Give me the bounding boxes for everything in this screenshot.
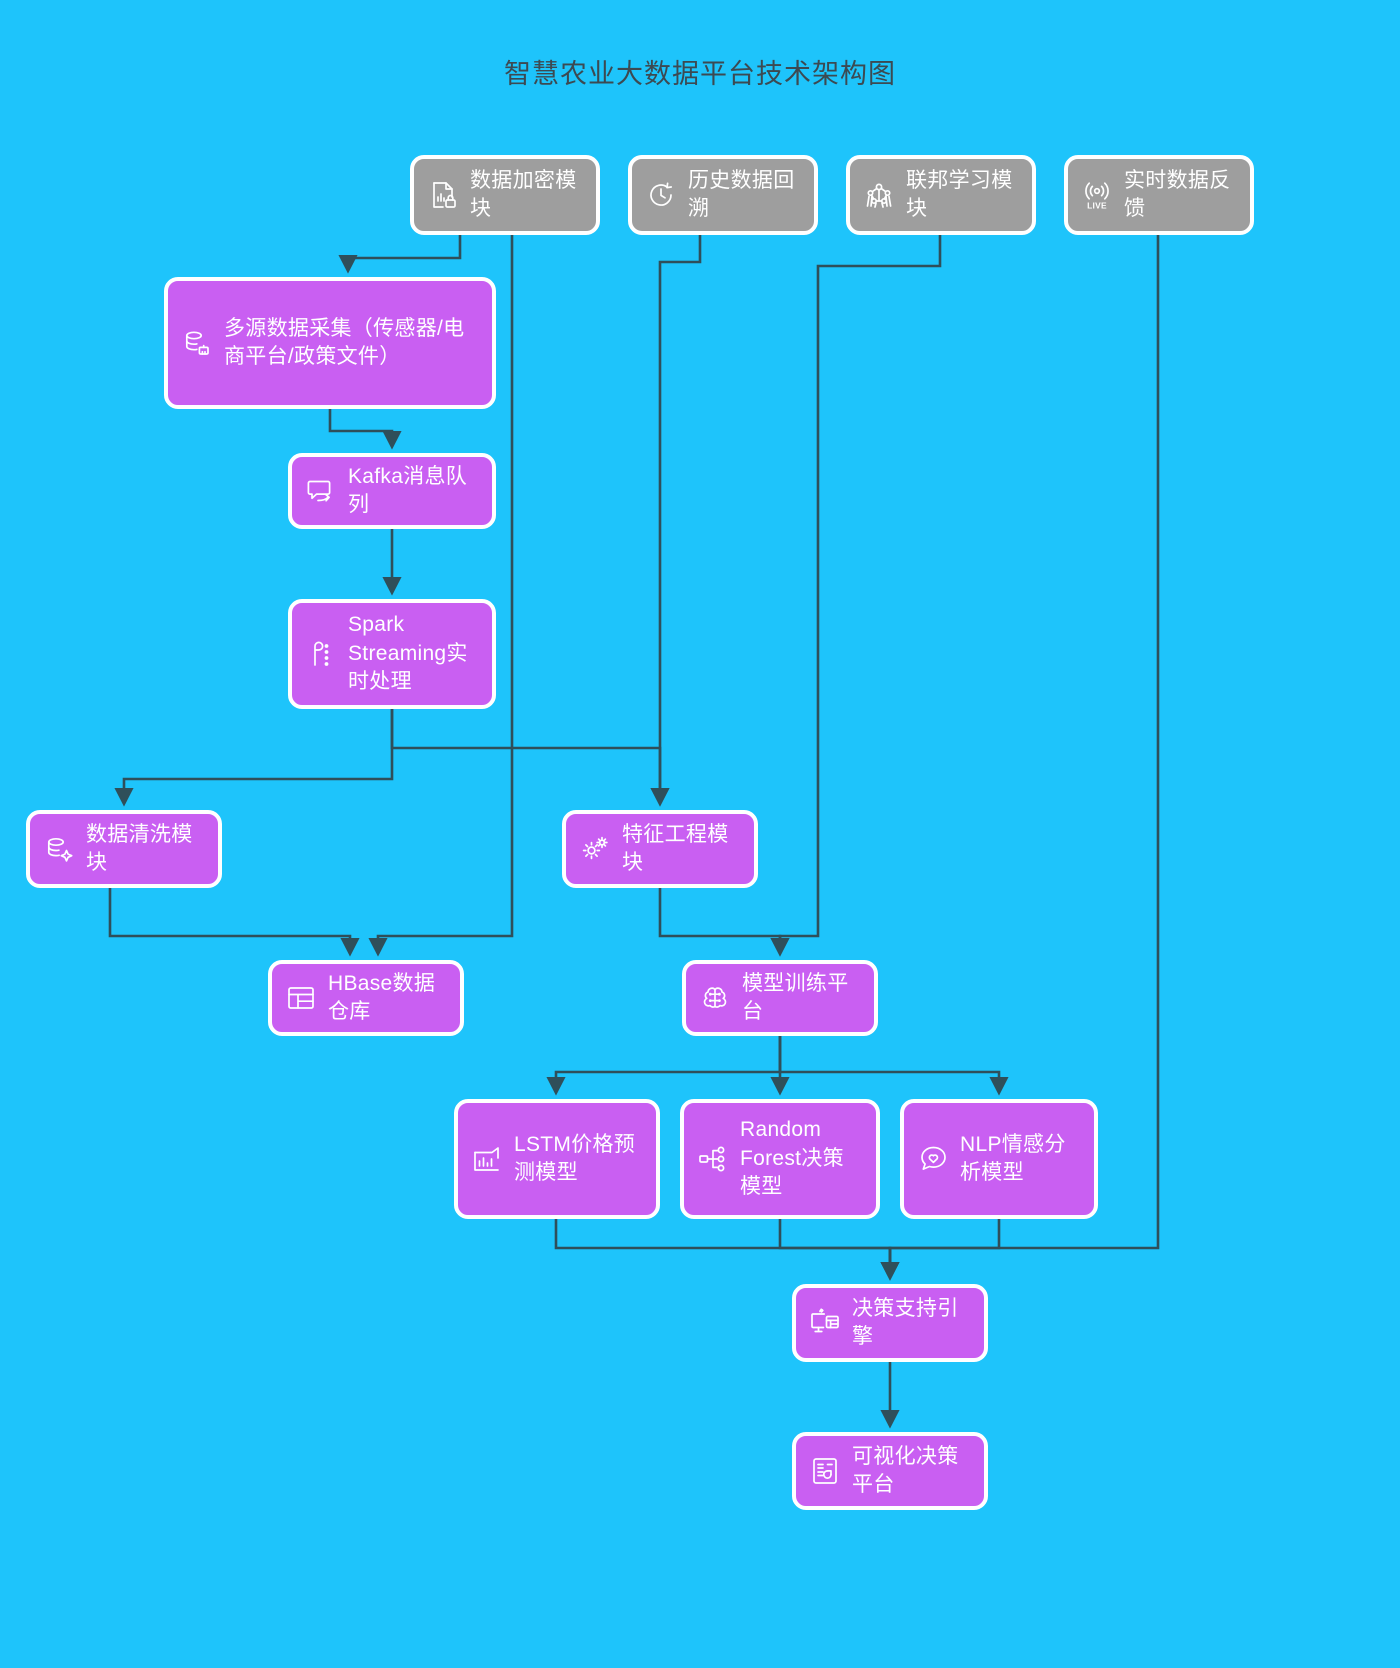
edge-lstm-decision — [554, 1219, 900, 1281]
message-forward-icon — [304, 474, 338, 508]
page-title: 智慧农业大数据平台技术架构图 — [504, 59, 896, 89]
edge-spark-clean — [114, 709, 394, 807]
node-decision[interactable]: 决策支持引擎 — [792, 1284, 988, 1362]
node-lstm[interactable]: LSTM价格预测模型 — [454, 1099, 660, 1219]
edge-collect-kafka — [328, 409, 402, 450]
node-label-kafka: Kafka消息队列 — [348, 464, 468, 516]
node-rf[interactable]: Random Forest决策模型 — [680, 1099, 880, 1219]
report-chart-icon — [808, 1454, 842, 1488]
database-sparkle-icon — [42, 832, 76, 866]
gears-icon — [578, 832, 612, 866]
node-federated[interactable]: 联邦学习模块 — [846, 155, 1036, 235]
node-label-viz: 可视化决策平台 — [852, 1444, 959, 1496]
node-history[interactable]: 历史数据回溯 — [628, 155, 818, 235]
node-label-encrypt: 数据加密模块 — [470, 168, 577, 220]
history-clock-icon — [644, 178, 678, 212]
node-label-clean: 数据清洗模块 — [86, 822, 193, 874]
chat-heart-icon — [916, 1142, 950, 1176]
node-label-decision: 决策支持引擎 — [852, 1296, 959, 1348]
edge-nlp-decision — [880, 1219, 1001, 1281]
node-label-feature: 特征工程模块 — [622, 822, 729, 874]
file-chart-lock-icon — [426, 178, 460, 212]
bar-chart-icon — [470, 1142, 504, 1176]
node-label-federated: 联邦学习模块 — [906, 168, 1013, 220]
node-label-hbase: HBase数据仓库 — [328, 971, 436, 1023]
edge-feature-training — [658, 888, 790, 957]
node-collect[interactable]: 多源数据采集（传感器/电商平台/政策文件） — [164, 277, 496, 409]
node-viz[interactable]: 可视化决策平台 — [792, 1432, 988, 1510]
edge-training-nlp — [778, 1036, 1009, 1096]
node-hbase[interactable]: HBase数据仓库 — [268, 960, 464, 1036]
node-feature[interactable]: 特征工程模块 — [562, 810, 758, 888]
node-clean[interactable]: 数据清洗模块 — [26, 810, 222, 888]
node-label-history: 历史数据回溯 — [688, 168, 795, 220]
node-spark[interactable]: Spark Streaming实时处理 — [288, 599, 496, 709]
node-label-collect: 多源数据采集（传感器/电商平台/政策文件） — [224, 316, 465, 368]
node-realtime[interactable]: LIVE 实时数据反馈 — [1064, 155, 1254, 235]
node-label-spark: Spark Streaming实时处理 — [348, 613, 468, 694]
edge-rf-decision — [778, 1219, 900, 1281]
database-icon — [180, 326, 214, 360]
federated-network-icon — [862, 178, 896, 212]
edge-clean-hbase — [108, 888, 360, 957]
node-label-lstm: LSTM价格预测模型 — [514, 1132, 636, 1184]
node-kafka[interactable]: Kafka消息队列 — [288, 453, 496, 529]
edge-federated-training — [770, 235, 942, 957]
live-broadcast-icon: LIVE — [1080, 178, 1114, 212]
node-encrypt[interactable]: 数据加密模块 — [410, 155, 600, 235]
edge-spark-feature — [390, 709, 670, 807]
table-grid-icon — [284, 981, 318, 1015]
spark-dots-icon — [304, 637, 338, 671]
tree-branch-icon — [696, 1142, 730, 1176]
node-training[interactable]: 模型训练平台 — [682, 960, 878, 1036]
node-nlp[interactable]: NLP情感分析模型 — [900, 1099, 1098, 1219]
brain-network-icon — [698, 981, 732, 1015]
node-label-nlp: NLP情感分析模型 — [960, 1132, 1066, 1184]
edge-encrypt-collect — [338, 235, 462, 274]
monitor-table-icon — [808, 1306, 842, 1340]
node-label-training: 模型训练平台 — [742, 971, 849, 1023]
node-label-realtime: 实时数据反馈 — [1124, 168, 1231, 220]
edge-history-feature — [650, 235, 702, 807]
edge-training-lstm — [546, 1036, 782, 1096]
node-label-rf: Random Forest决策模型 — [740, 1118, 844, 1199]
svg-text:LIVE: LIVE — [1087, 200, 1107, 210]
